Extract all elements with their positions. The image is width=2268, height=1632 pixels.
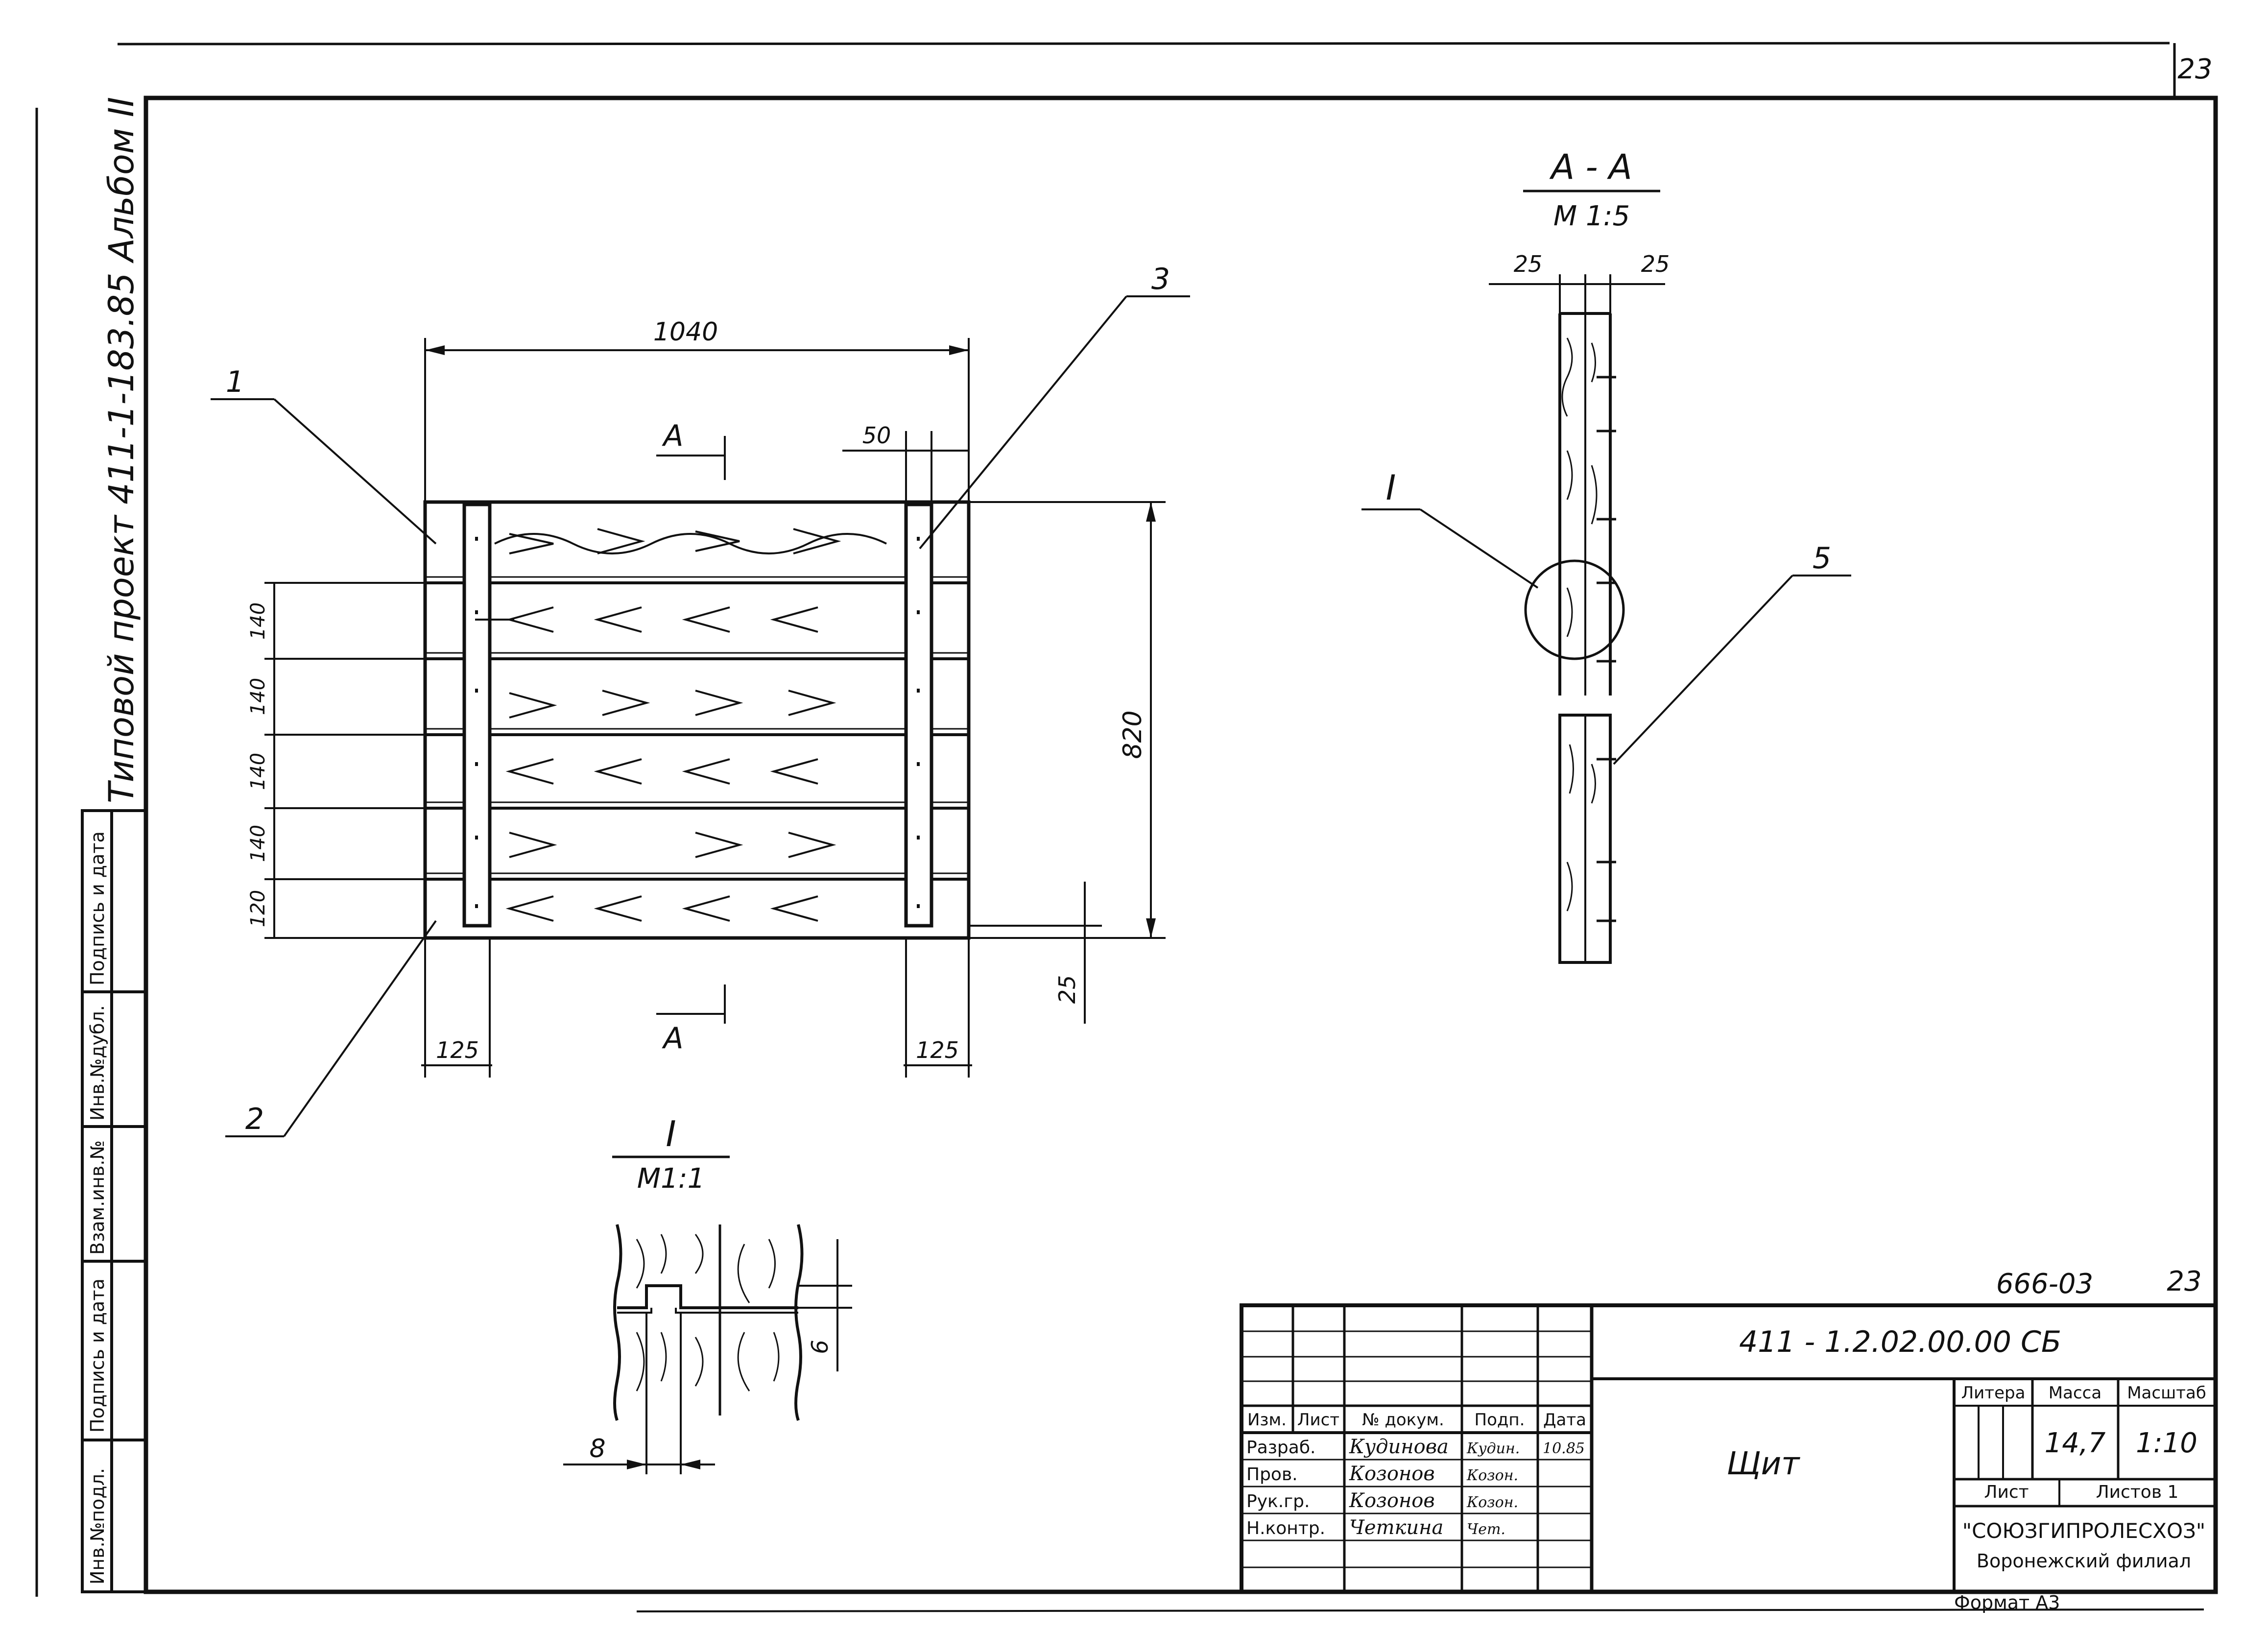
name-razrab: Кудинова (1349, 1436, 1449, 1458)
title-block (1240, 1303, 2218, 1594)
org-name: "СОЮЗГИПРОЛЕСХОЗ" (1962, 1519, 2206, 1543)
detail-i-dim-6: 6 (807, 1340, 833, 1354)
mass-label: Масса (2049, 1383, 2101, 1403)
sheet-label: Лист (1984, 1482, 2029, 1502)
format-label: Формат А3 (1954, 1592, 2060, 1613)
dim-board-3: 140 (247, 753, 269, 790)
role-razrab: Разраб. (1246, 1438, 1315, 1458)
head-col-nodokum: № докум. (1362, 1410, 1444, 1430)
dim-125-left: 125 (436, 1037, 479, 1063)
side-stamp-inv-podl: Инв.№подл. (87, 1468, 108, 1584)
section-mark-bottom: А (661, 1021, 683, 1056)
litera-label: Литера (1961, 1383, 2026, 1403)
panel-main-view (423, 500, 971, 940)
detail-i-dim-8: 8 (589, 1434, 605, 1464)
callout-3: 3 (1151, 262, 1170, 296)
role-prov: Пров. (1246, 1464, 1298, 1485)
scale-value: 1:10 (2136, 1427, 2197, 1459)
name-prov: Козонов (1349, 1463, 1435, 1485)
title-block-above-left: 666-03 (1996, 1268, 2093, 1300)
section-aa-callout-detail: I (1386, 468, 1396, 508)
date-razrab: 10.85 (1543, 1440, 1585, 1457)
section-mark-top: А (661, 419, 683, 453)
title-block-designation: 411 - 1.2.02.00.00 СБ (1739, 1325, 2061, 1359)
section-aa-dim-left: 25 (1514, 251, 1543, 277)
dim-125-right: 125 (916, 1037, 959, 1063)
org-branch: Воронежский филиал (1977, 1550, 2191, 1572)
side-stamp-inv-dubl: Инв.№дубл. (87, 1005, 108, 1121)
sign-nkontr: Чет. (1467, 1521, 1505, 1538)
dim-820: 820 (1118, 710, 1147, 759)
head-col-data: Дата (1543, 1410, 1586, 1430)
section-aa-title: А - А (1549, 147, 1632, 187)
section-aa-scale: М 1:5 (1553, 200, 1630, 232)
section-aa-dim-right: 25 (1641, 251, 1670, 277)
callout-1: 1 (226, 365, 244, 399)
detail-i-drawing (563, 1224, 852, 1474)
dim-50: 50 (862, 422, 891, 449)
scale-label: Масштаб (2127, 1383, 2206, 1403)
dim-board-4: 140 (247, 825, 269, 862)
head-col-podp: Подп. (1475, 1410, 1525, 1430)
section-aa-callout-5: 5 (1813, 541, 1831, 576)
side-stamp-sign-date-2: Подпись и дата (87, 831, 108, 985)
head-col-list: Лист (1297, 1410, 1339, 1430)
side-stamp-vzam-inv: Взам.инв.№ (87, 1140, 108, 1255)
dim-25-bottom: 25 (1054, 975, 1080, 1004)
sign-rukgr: Козон. (1466, 1494, 1518, 1511)
dim-board-2: 140 (247, 678, 269, 715)
detail-i-title: I (666, 1113, 676, 1154)
role-nkontr: Н.контр. (1246, 1518, 1325, 1538)
sheets-label: Листов 1 (2096, 1482, 2179, 1502)
album-label: Типовой проект 411-1-183.85 Альбом II (101, 97, 142, 803)
drawing-frame (35, 42, 2218, 1612)
dim-board-1: 140 (247, 602, 269, 640)
main-view-dimensions (211, 295, 1190, 1137)
dim-board-5: 120 (247, 890, 269, 927)
detail-i-scale: М1:1 (637, 1163, 705, 1195)
side-stamp-sign-date-1: Подпись и дата (87, 1278, 108, 1433)
callout-2: 2 (245, 1102, 264, 1136)
name-nkontr: Четкина (1349, 1516, 1443, 1539)
side-stamp (81, 809, 147, 1593)
mass-value: 14,7 (2045, 1427, 2106, 1459)
name-rukgr: Козонов (1349, 1489, 1435, 1512)
page-number: 23 (2177, 53, 2212, 85)
head-col-izm: Изм. (1247, 1410, 1287, 1430)
dim-1040: 1040 (653, 317, 718, 347)
section-aa-drawing (1361, 274, 1851, 964)
role-rukgr: Рук.гр. (1246, 1491, 1310, 1512)
title-block-item-name: Щит (1727, 1446, 1801, 1482)
sign-prov: Козон. (1466, 1467, 1518, 1484)
sign-razrab: Кудин. (1466, 1440, 1520, 1457)
title-block-above-right: 23 (2167, 1266, 2201, 1297)
